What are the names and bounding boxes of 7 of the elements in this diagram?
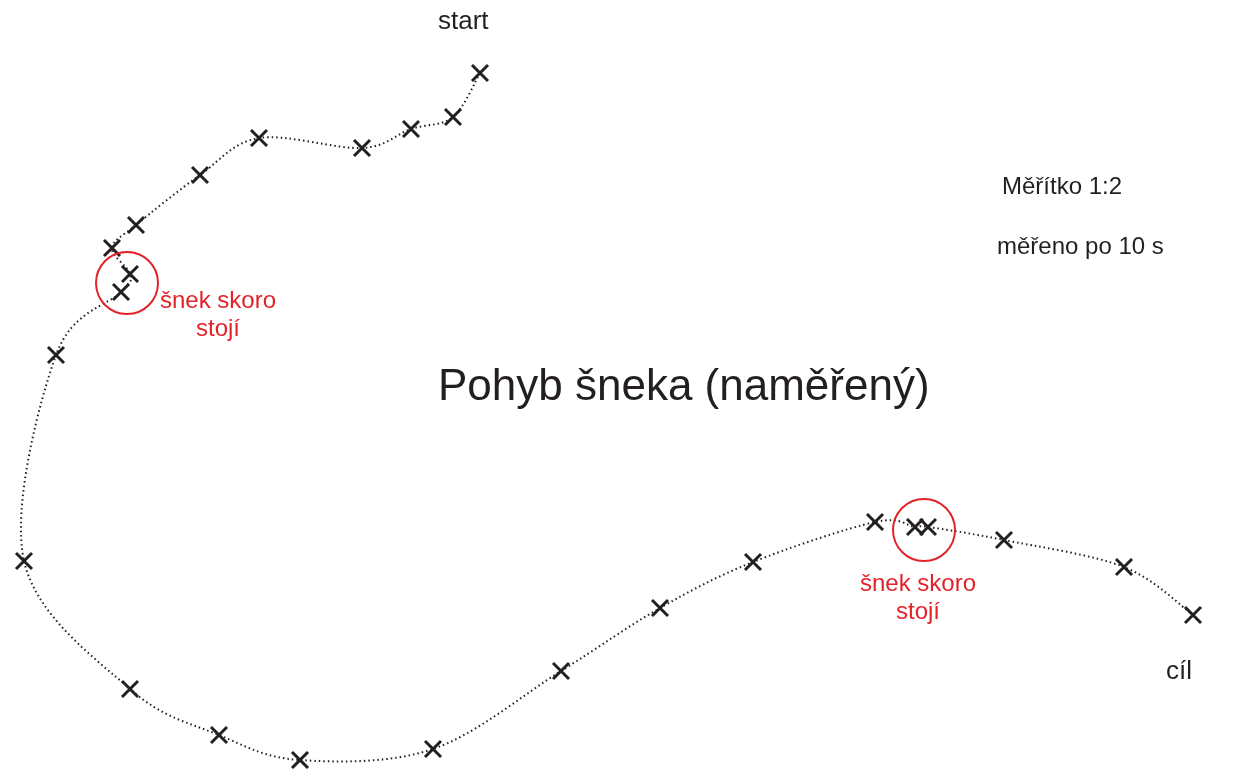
annotation-text: šnek skoro stojí	[158, 286, 278, 342]
start-label: start	[438, 6, 489, 36]
annotation-text: šnek skoro stojí	[858, 569, 978, 625]
diagram-title: Pohyb šneka (naměřený)	[438, 360, 930, 411]
measurement-note: měřeno po 10 s	[997, 232, 1164, 260]
finish-label: cíl	[1166, 656, 1192, 686]
scale-note: Měřítko 1:2	[1002, 172, 1123, 200]
